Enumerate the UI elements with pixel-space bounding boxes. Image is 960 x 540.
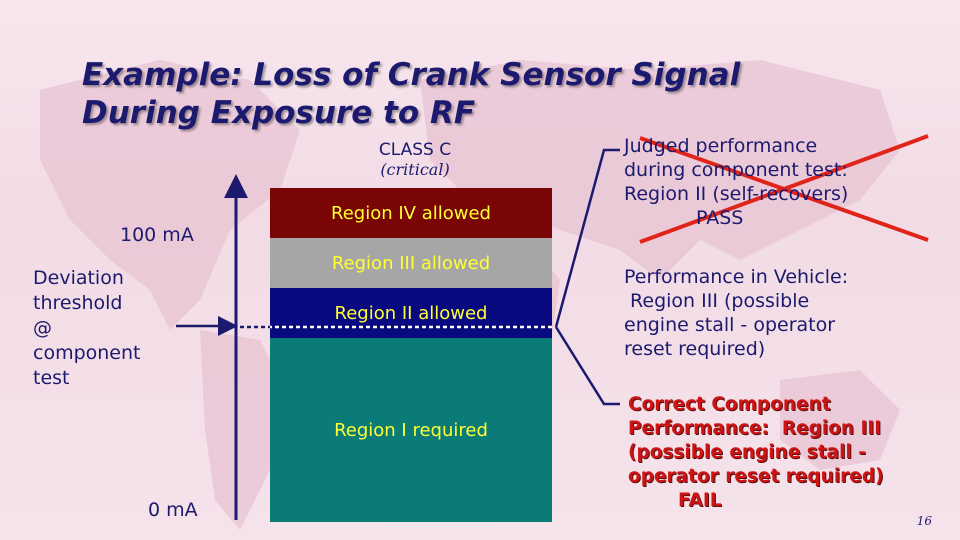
bracket-lower: [554, 326, 620, 406]
region-iv-band: Region IV allowed: [270, 188, 552, 238]
title-line-2: During Exposure to RF: [82, 95, 476, 131]
region-i-label: Region I required: [334, 419, 488, 441]
slide-title: Example: Loss of Crank Sensor Signal Dur…: [82, 56, 740, 132]
vehicle-line: reset required): [624, 338, 766, 360]
deviation-threshold-label: Deviation threshold @ component test: [33, 266, 141, 391]
region-i-band: Region I required: [270, 338, 552, 522]
correct-performance-note: Correct Component Performance: Region II…: [628, 393, 884, 513]
judged-line: Region II (self-recovers): [624, 183, 849, 205]
region-iii-label: Region III allowed: [331, 252, 491, 274]
class-label: CLASS C: [378, 140, 452, 160]
region-ii-label: Region II allowed: [334, 302, 488, 324]
correct-line: (possible engine stall -: [628, 442, 866, 463]
region-ii-band: Region II allowed: [270, 288, 552, 338]
vehicle-line: Region III (possible: [624, 290, 810, 312]
correct-line: Performance: Region III: [628, 418, 882, 439]
class-header: CLASS C (critical): [340, 140, 490, 180]
y-axis-top-label: 100 mA: [120, 224, 194, 246]
judged-result: PASS: [696, 207, 744, 229]
correct-line: operator reset required): [628, 466, 884, 487]
bracket-upper: [554, 148, 620, 328]
class-sublabel: (critical): [380, 160, 450, 179]
cross-line-2: [639, 134, 929, 244]
judged-performance-note: Judged performance during component test…: [624, 134, 848, 230]
judged-line: during component test:: [624, 159, 848, 181]
deviation-line: test: [33, 367, 70, 389]
vehicle-line: Performance in Vehicle:: [624, 266, 849, 288]
deviation-line: threshold: [33, 292, 123, 314]
deviation-line: component: [33, 342, 141, 364]
page-number: 16: [916, 514, 932, 528]
deviation-line: @: [33, 317, 52, 339]
correct-result: FAIL: [678, 490, 722, 511]
vehicle-line: engine stall - operator: [624, 314, 836, 336]
judged-line: Judged performance: [624, 135, 818, 157]
region-iv-label: Region IV allowed: [331, 202, 491, 224]
deviation-line: Deviation: [33, 267, 124, 289]
correct-line: Correct Component: [628, 394, 831, 415]
region-iii-band: Region III allowed: [270, 238, 552, 288]
y-axis-bottom-label: 0 mA: [148, 499, 198, 521]
title-line-1: Example: Loss of Crank Sensor Signal: [82, 57, 741, 93]
vehicle-performance-note: Performance in Vehicle: Region III (poss…: [624, 265, 848, 361]
